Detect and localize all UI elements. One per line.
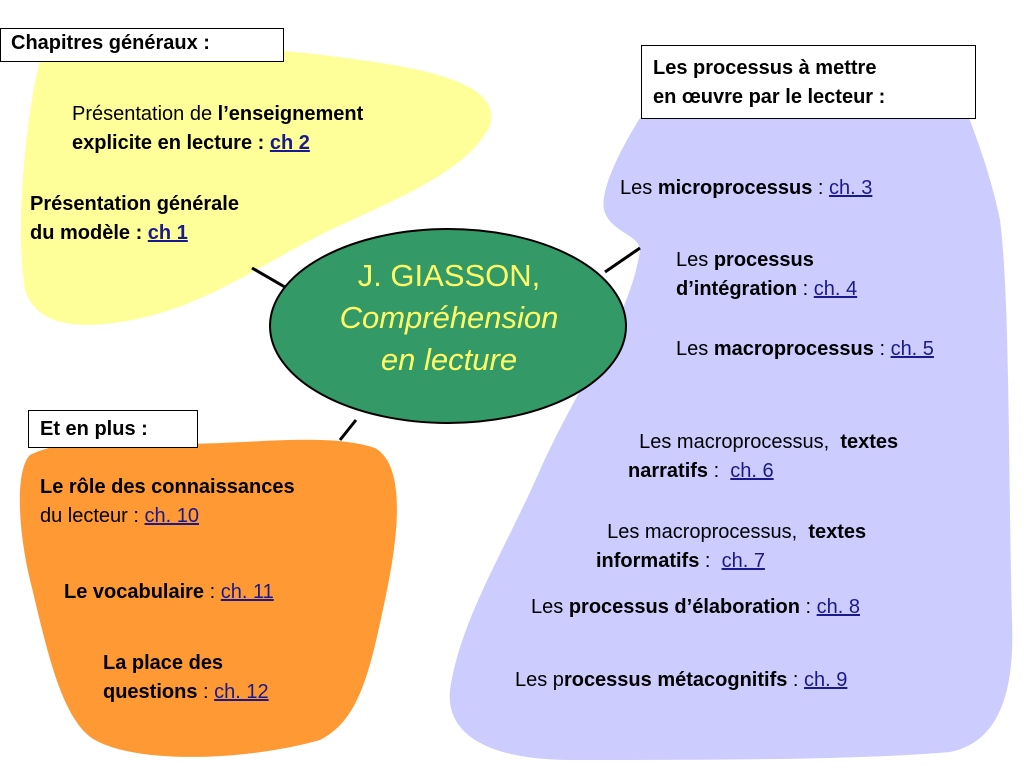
link-ch9[interactable]: ch. 9 <box>804 669 848 691</box>
connector-line-bottomleft <box>338 419 358 441</box>
processus-label-box: Les processus à mettre en œuvre par le l… <box>641 45 976 119</box>
vocabulaire-item: Le vocabulaire : ch. 11 <box>64 581 274 603</box>
link-ch4[interactable]: ch. 4 <box>813 278 858 300</box>
link-ch11[interactable]: ch. 11 <box>220 581 274 603</box>
connaissances-item: Le rôle des connaissances du lecteur : c… <box>40 476 295 527</box>
integration-item: Les processus d’intégration : ch. 4 <box>676 249 858 300</box>
link-ch8[interactable]: ch. 8 <box>816 596 861 618</box>
link-ch1[interactable]: ch 1 <box>147 222 188 244</box>
chapitres-label-box: Chapitres généraux : <box>0 28 284 62</box>
link-ch3[interactable]: ch. 3 <box>829 177 873 199</box>
macro-item: Les macroprocessus : ch. 5 <box>676 338 934 360</box>
center-title-line2: Compréhension <box>339 300 559 335</box>
link-ch2[interactable]: ch 2 <box>269 132 310 154</box>
enseignement-item: Présentation de l’enseignement explicite… <box>72 103 364 154</box>
connector-line-topleft <box>251 266 291 292</box>
center-ellipse <box>269 228 627 424</box>
elaboration-item: Les processus d’élaboration : ch. 8 <box>531 596 861 618</box>
questions-item: La place des questions : ch. 12 <box>103 652 269 703</box>
link-ch6[interactable]: ch. 6 <box>730 460 774 482</box>
orange-region <box>19 439 397 757</box>
micro-item: Les microprocessus : ch. 3 <box>620 177 873 199</box>
link-ch7[interactable]: ch. 7 <box>721 550 765 572</box>
plus-label-box: Et en plus : <box>28 410 198 448</box>
link-ch10[interactable]: ch. 10 <box>144 505 199 527</box>
yellow-region <box>20 46 492 325</box>
connector-line-topright <box>604 246 641 274</box>
link-ch5[interactable]: ch. 5 <box>890 338 934 360</box>
blue-region <box>449 95 1013 760</box>
modele-item: Présentation générale du modèle : ch 1 <box>30 193 239 244</box>
chapitres-label: Chapitres généraux : <box>11 32 210 54</box>
plus-label: Et en plus : <box>40 418 148 440</box>
center-title-line1: J. GIASSON, <box>357 258 541 293</box>
center-title: J. GIASSON, Compréhension en lecture <box>280 255 618 381</box>
center-title-line3: en lecture <box>380 342 518 377</box>
metacognitifs-item: Les processus métacognitifs : ch. 9 <box>515 669 848 691</box>
link-ch12[interactable]: ch. 12 <box>214 681 269 703</box>
